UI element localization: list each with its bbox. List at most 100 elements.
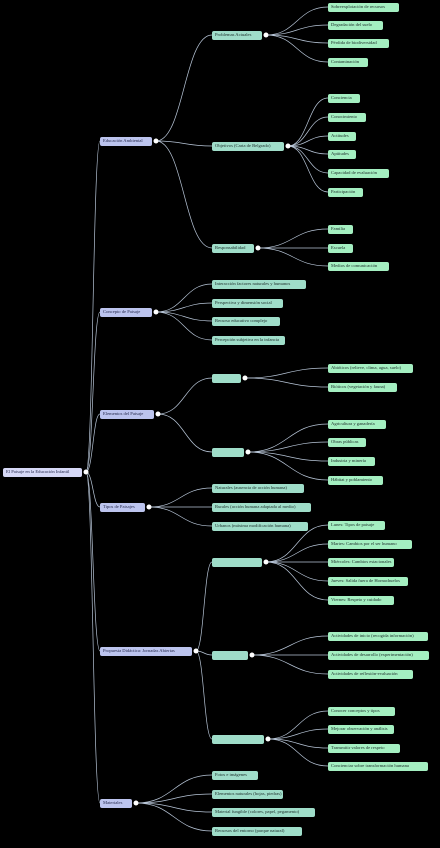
connector-line [244,367,329,379]
collapse-toggle-icon[interactable] [153,309,159,315]
collapse-toggle-icon[interactable] [265,736,271,742]
node-percepcion-subjetiva-en-la-infancia[interactable]: Percepción subjetiva en la infancia [212,335,285,345]
node-empty-r-2-1[interactable] [212,447,244,457]
node-capacidad-de-evaluacion[interactable]: Capacidad de evaluación [328,168,389,178]
node-actividades-de-inicio-recogida-informacion[interactable]: Actividades de inicio (recogida informac… [328,631,428,641]
node-conocimiento[interactable]: Conocimiento [328,112,366,122]
connector-line [155,311,213,322]
node-urbanos-maxima-modificacion-humana[interactable]: Urbanos (máxima modificación humana) [212,521,308,531]
collapse-toggle-icon[interactable] [133,800,139,806]
connector-line [155,283,213,313]
node-contaminacion[interactable]: Contaminación [328,57,368,67]
node-perspectiva-y-dimension-social[interactable]: Perspectiva y dimensión social [212,298,283,308]
connector-line [265,524,329,563]
connector-line [155,311,213,341]
node-industria-y-mineria[interactable]: Industria y minería [328,456,375,466]
node-material-fungible-colores-papel-pegamento[interactable]: Material fungible (colores, papel, pegam… [212,807,315,817]
connector-line [287,97,329,147]
node-mejorar-observacion-y-analisis[interactable]: Mejorar observación y análisis [328,724,394,734]
node-actitudes[interactable]: Actitudes [328,131,356,141]
connector-line [267,738,329,749]
connector-line [265,34,329,44]
node-recurso-educativo-complejo[interactable]: Recurso educativo complejo [212,316,280,326]
collapse-toggle-icon[interactable] [193,648,199,654]
connector-line [247,441,329,453]
node-responsabilidad[interactable]: Responsabilidad [212,243,254,253]
node-agricultura-y-ganaderia[interactable]: Agricultura y ganadería [328,419,386,429]
node-familia[interactable]: Familia [328,224,353,234]
node-transmitir-valores-de-respeto[interactable]: Transmitir valores de respeto [328,743,400,753]
node-sobreexplotacion-de-recursos[interactable]: Sobreexplotación de recursos [328,2,399,12]
node-problemas-actuales[interactable]: Problemas Actuales [212,30,262,40]
node-obras-publicas[interactable]: Obras públicas [328,437,366,447]
connector-line [287,145,329,193]
node-miercoles-cambios-estacionales[interactable]: Miércoles: Cambios estacionales [328,557,394,567]
node-objetivos-carta-de-belgrado[interactable]: Objetivos (Carta de Belgrado) [212,141,284,151]
collapse-toggle-icon[interactable] [83,469,89,475]
node-elementos-del-paisaje[interactable]: Elementos del Paisaje [100,409,154,419]
connector-line [155,34,213,142]
connector-line [247,423,329,453]
connector-line [244,377,329,388]
node-abioticos-relieve-clima-agua-suelo[interactable]: Abióticos (relieve, clima, agua, suelo) [328,363,413,373]
collapse-toggle-icon[interactable] [263,32,269,38]
node-empty-r-2-0[interactable] [212,373,241,383]
node-perdida-de-biodiversidad[interactable]: Pérdida de biodiversidad [328,38,389,48]
collapse-toggle-icon[interactable] [155,411,161,417]
node-empty-r-4-1[interactable] [212,650,248,660]
node-conciencia[interactable]: Conciencia [328,93,360,103]
connector-line [85,471,101,804]
node-materiales[interactable]: Materiales [100,798,132,808]
node-rurales-accion-humana-adaptada-al-medio[interactable]: Rurales (acción humana adaptada al medio… [212,502,311,512]
node-habitat-y-poblamiento[interactable]: Hábitat y poblamiento [328,475,383,485]
connector-line [251,635,329,656]
collapse-toggle-icon[interactable] [263,559,269,565]
node-viernes-respeto-y-cuidado[interactable]: Viernes: Respeto y cuidado [328,595,394,605]
node-actividades-de-reflexion-evaluacion[interactable]: Actividades de reflexión-evaluación [328,669,413,679]
collapse-toggle-icon[interactable] [242,375,248,381]
collapse-toggle-icon[interactable] [249,652,255,658]
collapse-toggle-icon[interactable] [245,449,251,455]
node-propuesta-didactica-jornadas-abiertas[interactable]: Propuesta Didáctica: Jornadas Abiertas [100,646,192,656]
node-concepto-de-paisaje[interactable]: Concepto de Paisaje [100,307,152,317]
node-participacion[interactable]: Participación [328,187,363,197]
node-interaccion-factores-naturales-y-humanos[interactable]: Interacción factores naturales y humanos [212,279,306,289]
node-empty-r-4-2[interactable] [212,734,264,744]
node-educacion-ambiental[interactable]: Educación Ambiental [100,136,152,146]
connector-line [265,6,329,36]
node-jueves-salida-fuera-de-hornachuelos[interactable]: Jueves: Salida fuera de Hornachuelos [328,576,408,586]
node-martes-cambios-por-el-ser-humano[interactable]: Martes: Cambios por el ser humano [328,539,412,549]
node-el-paisaje-en-la-educacion-infantil[interactable]: El Paisaje en la Educación Infantil [3,467,82,477]
connector-line [247,451,329,462]
connector-line [85,471,101,652]
node-bioticos-vegetacion-y-fauna[interactable]: Bióticos (vegetación y fauna) [328,382,397,392]
node-actividades-de-desarrollo-experimentacion[interactable]: Actividades de desarrollo (experimentaci… [328,650,429,660]
connector-line [85,140,101,473]
node-lunes-tipos-de-paisaje[interactable]: Lunes: Tipos de paisaje [328,520,385,530]
node-tipos-de-paisajes[interactable]: Tipos de Paisajes [100,502,145,512]
node-naturales-ausencia-de-accion-humana[interactable]: Naturales (ausencia de acción humana) [212,483,304,493]
collapse-toggle-icon[interactable] [285,143,291,149]
connector-line [265,24,329,36]
connector-line [135,793,213,804]
node-fotos-e-imagenes[interactable]: Fotos e imágenes [212,770,258,780]
collapse-toggle-icon[interactable] [146,504,152,510]
collapse-toggle-icon[interactable] [153,138,159,144]
connector-line [265,561,329,582]
node-concienciar-sobre-transformacion-humana[interactable]: Concienciar sobre transformación humana [328,761,428,771]
node-medios-de-comunicacion[interactable]: Medios de comunicación [328,261,389,271]
node-conocer-conceptos-y-tipos[interactable]: Conocer conceptos y tipos [328,706,395,716]
node-empty-r-4-0[interactable] [212,557,262,567]
collapse-toggle-icon[interactable] [255,245,261,251]
connector-line [195,561,213,652]
node-escuela[interactable]: Escuela [328,243,353,253]
node-recursos-del-entorno-parque-natural[interactable]: Recursos del entorno (parque natural) [212,826,302,836]
connector-line [287,116,329,147]
connector-line [157,413,213,453]
node-elementos-naturales-hojas-piedras[interactable]: Elementos naturales (hojas, piedras) [212,789,283,799]
connector-line [157,377,213,415]
node-aptitudes[interactable]: Aptitudes [328,149,356,159]
node-degradacion-del-suelo[interactable]: Degradación del suelo [328,20,383,30]
connector-line [265,561,329,601]
